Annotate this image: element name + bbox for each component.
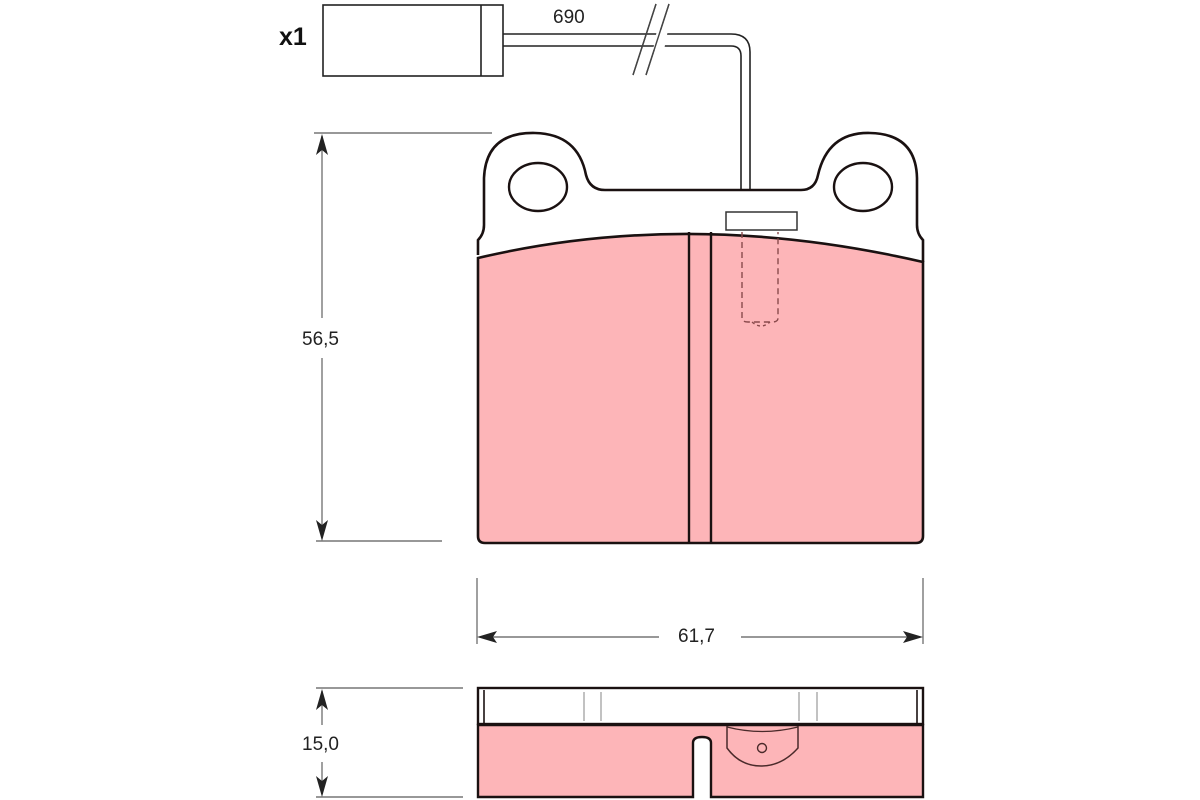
arrow-down-icon xyxy=(316,520,328,541)
height-dimension-label: 56,5 xyxy=(302,329,339,350)
dimension-thickness xyxy=(316,687,463,798)
side-sensor-pin xyxy=(756,742,768,754)
arrow-right-icon xyxy=(903,631,923,643)
sensor-cable-inner xyxy=(503,45,742,222)
pad-front-view xyxy=(476,131,925,545)
quantity-label: x1 xyxy=(279,23,307,51)
cable-length-label: 690 xyxy=(553,7,585,28)
arrow-down-icon xyxy=(316,776,328,797)
side-sensor-housing xyxy=(726,726,799,767)
width-dimension-label: 61,7 xyxy=(678,626,715,647)
hidden-sensor-probe xyxy=(741,232,779,323)
arrow-up-icon xyxy=(316,134,328,155)
side-friction-block xyxy=(476,723,925,799)
sensor-cable-outer xyxy=(503,33,751,222)
arrow-up-icon xyxy=(316,689,328,710)
friction-material xyxy=(476,232,925,545)
pad-side-view xyxy=(476,686,925,799)
mounting-hole-left xyxy=(507,161,569,213)
side-backing-plate xyxy=(476,686,925,726)
wear-sensor xyxy=(322,3,751,222)
sensor-connector xyxy=(322,4,504,77)
sensor-clip xyxy=(725,211,798,231)
dimension-height xyxy=(314,132,492,542)
arrow-left-icon xyxy=(477,631,497,643)
thickness-dimension-label: 15,0 xyxy=(302,734,339,755)
mounting-hole-right xyxy=(832,161,894,213)
dimension-width xyxy=(476,578,924,644)
backing-plate-outline xyxy=(476,131,925,262)
